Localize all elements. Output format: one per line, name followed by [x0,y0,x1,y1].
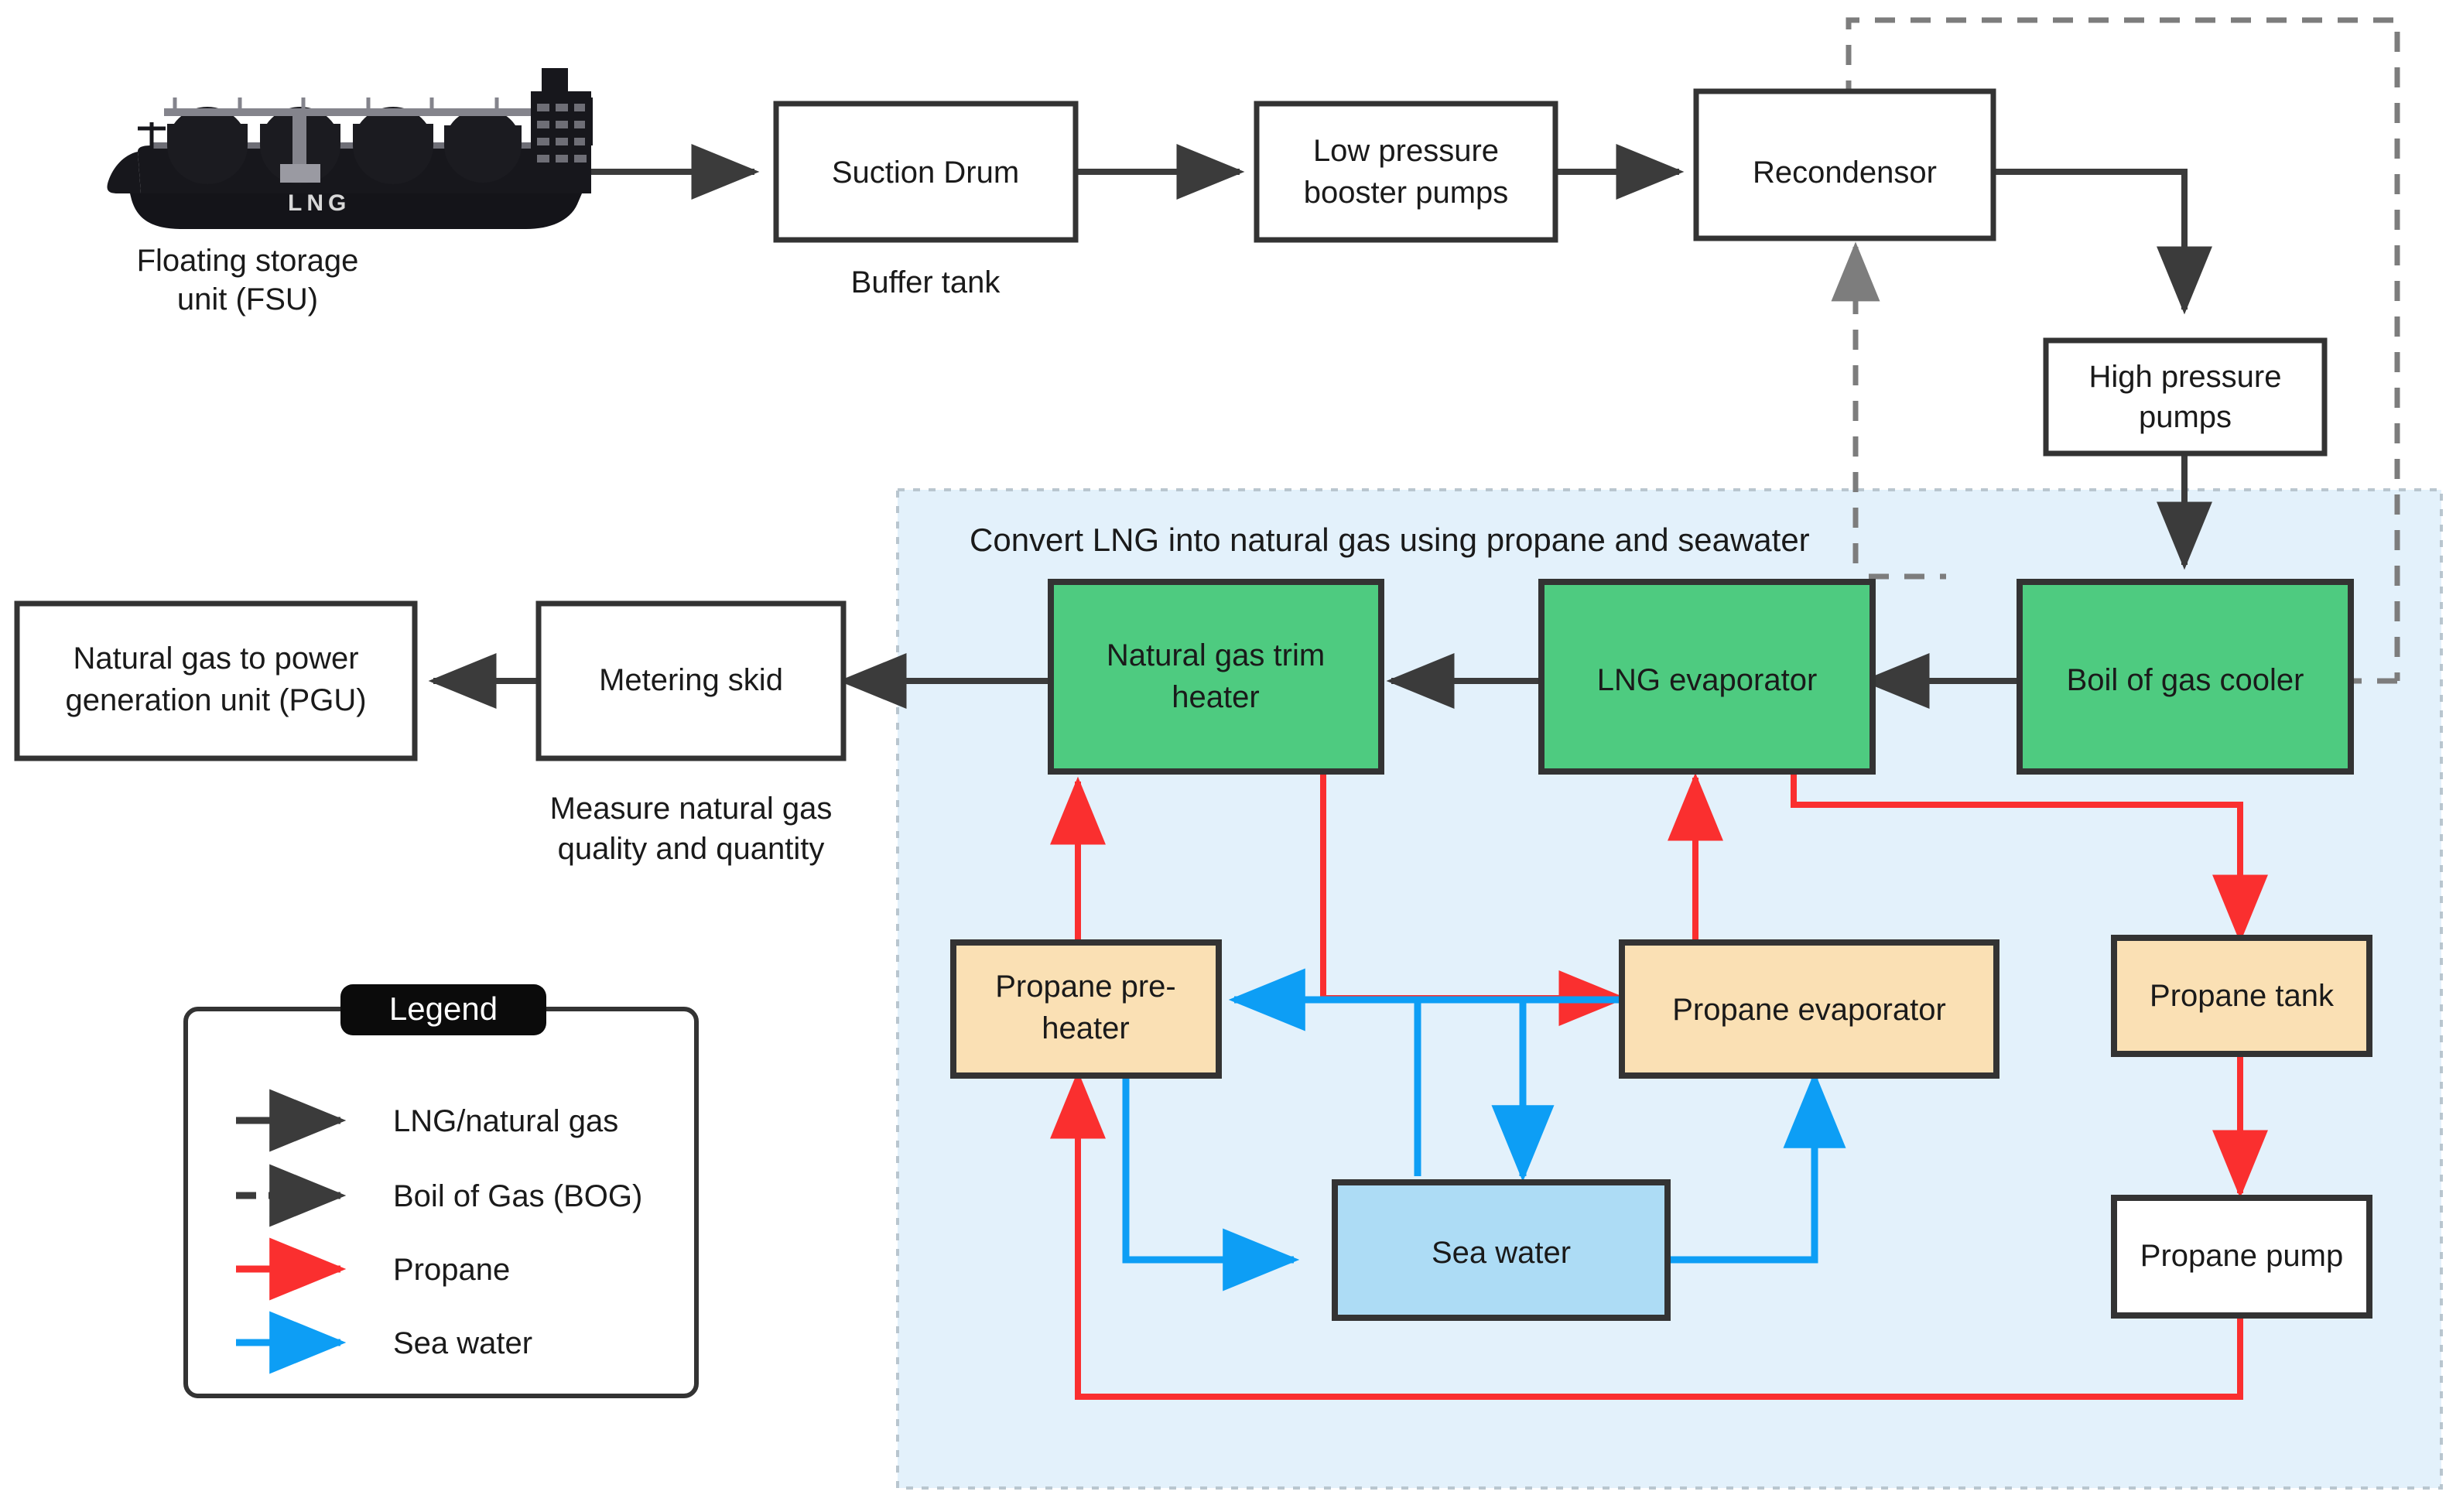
legend: Legend LNG/natural gas Boil of Gas (BOG)… [183,984,699,1398]
recondensor-label: Recondensor [1753,156,1937,190]
node-suction-drum[interactable]: Suction Drum [773,101,1079,243]
legend-item-propane: Propane [236,1237,510,1301]
metering-caption-line1: Measure natural gas [550,792,833,826]
node-high-pressure-pumps[interactable]: High pressure pumps [2043,337,2328,457]
propane-evaporator-label: Propane evaporator [1672,993,1946,1027]
metering-caption-line2: quality and quantity [558,832,825,866]
propane-pump-label: Propane pump [2140,1239,2343,1273]
sea-water-label: Sea water [1432,1236,1571,1270]
pgu-label-line2: generation unit (PGU) [65,683,366,717]
legend-label-3: Sea water [393,1326,532,1360]
legend-item-lng: LNG/natural gas [236,1089,618,1152]
pgu-label-line1: Natural gas to power [73,641,358,676]
hp-pumps-label-line2: pumps [2139,400,2232,434]
propane-tank-label: Propane tank [2150,979,2335,1013]
fsu-caption-line2: unit (FSU) [177,282,318,316]
lng-evaporator-label: LNG evaporator [1597,663,1818,697]
node-propane-pump[interactable]: Propane pump [2111,1195,2372,1319]
bog-cooler-label: Boil of gas cooler [2067,663,2304,697]
node-natural-gas-trim-heater[interactable]: Natural gas trim heater [1048,579,1384,775]
legend-title: Legend [389,990,498,1027]
node-lng-evaporator[interactable]: LNG evaporator [1538,579,1876,775]
lng-flow-lines [428,144,2212,709]
fsu-caption-line1: Floating storage [137,244,359,278]
ng-trim-heater-label-line2: heater [1172,680,1259,714]
metering-skid-label: Metering skid [599,663,783,697]
node-recondensor[interactable]: Recondensor [1693,88,1996,241]
node-power-generation-unit[interactable]: Natural gas to power generation unit (PG… [14,600,418,761]
propane-preheater-label-line2: heater [1042,1011,1129,1045]
legend-item-seawater: Sea water [236,1311,532,1374]
legend-label-1: Boil of Gas (BOG) [393,1179,642,1213]
legend-label-0: LNG/natural gas [393,1104,618,1138]
propane-preheater-label-line1: Propane pre- [995,970,1175,1004]
suction-drum-label: Suction Drum [832,156,1019,190]
hp-pumps-label-line1: High pressure [2088,360,2281,394]
region-title: Convert LNG into natural gas using propa… [970,522,1810,558]
node-low-pressure-booster-pumps[interactable]: Low pressure booster pumps [1254,101,1558,243]
lp-booster-pumps-label-line1: Low pressure [1313,134,1499,168]
node-sea-water[interactable]: Sea water [1332,1179,1671,1321]
legend-item-bog: Boil of Gas (BOG) [236,1164,642,1227]
node-boil-of-gas-cooler[interactable]: Boil of gas cooler [2017,579,2354,775]
node-propane-preheater[interactable]: Propane pre- heater [950,939,1222,1079]
lng-ship-icon: LNG [107,68,593,229]
seawater-flow-lines [1122,968,1846,1291]
lp-booster-pumps-label-line2: booster pumps [1304,176,1509,210]
node-propane-evaporator[interactable]: Propane evaporator [1619,939,1999,1079]
buffer-tank-caption: Buffer tank [851,265,1001,299]
ship-hull-label: LNG [288,190,351,216]
node-propane-tank[interactable]: Propane tank [2111,935,2372,1057]
node-metering-skid[interactable]: Metering skid [535,600,847,761]
ng-trim-heater-label-line1: Natural gas trim [1107,638,1325,672]
legend-label-2: Propane [393,1253,510,1287]
